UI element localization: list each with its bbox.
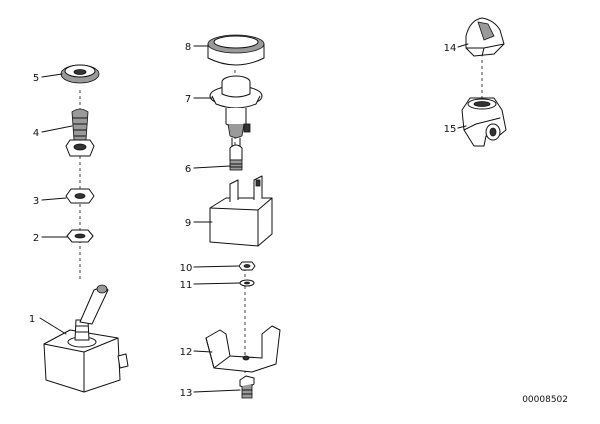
part-13-bolt [239,375,255,399]
callout-9: 9 [185,218,191,229]
callout-11: 11 [180,280,193,291]
part-8-round-cap [207,34,265,66]
callout-8: 8 [185,42,191,53]
part-15-clamp [461,97,507,147]
part-6-bulb [229,144,243,171]
part-5-boot-cap [60,64,100,84]
callout-10: 10 [180,263,193,274]
callout-14: 14 [444,43,457,54]
callout-labels: 1 2 3 4 5 6 7 8 9 10 11 12 13 14 15 [29,42,457,399]
callout-7: 7 [185,94,191,105]
callout-12: 12 [180,347,193,358]
diagram-id: 00008502 [522,395,568,405]
part-3-hex-nut [65,188,95,204]
callout-15: 15 [444,124,457,135]
part-11-washer [239,279,255,287]
part-14-cover [465,17,505,57]
part-1-toggle-switch [43,284,129,393]
callout-2: 2 [33,233,39,244]
part-2-thin-nut [66,229,94,243]
part-12-bracket [205,325,281,373]
callout-3: 3 [33,196,39,207]
part-4-threaded-lever [65,108,95,157]
part-10-small-nut [238,261,256,271]
callout-1: 1 [29,314,35,325]
callout-leaders [39,43,469,393]
callout-6: 6 [185,164,191,175]
callout-13: 13 [180,388,193,399]
part-9-relay [209,175,273,247]
part-7-push-button-switch [209,75,263,147]
callout-5: 5 [33,73,39,84]
callout-4: 4 [33,128,39,139]
